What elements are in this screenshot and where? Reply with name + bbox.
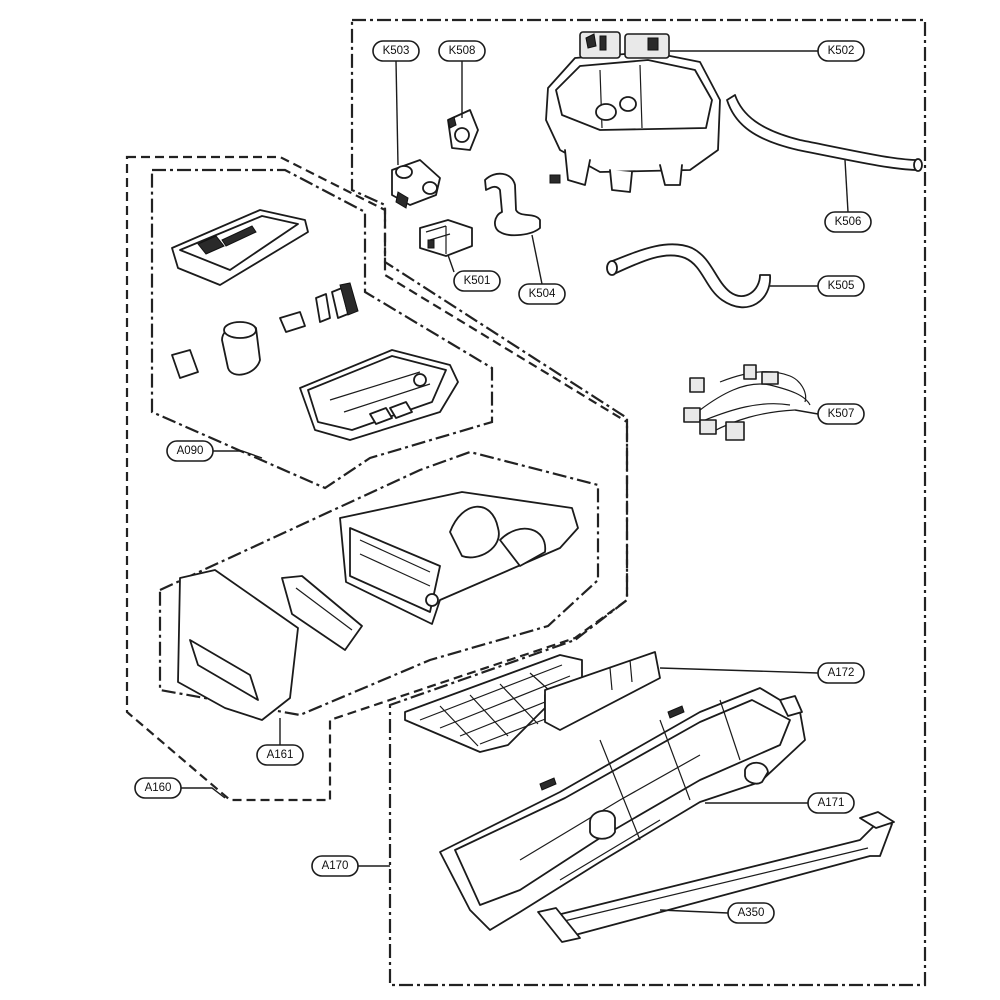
a160-group-frame: [125, 155, 629, 802]
callout-a160-label: A160: [145, 782, 172, 794]
k507-leader: [794, 409, 819, 415]
a090-siphon-part: [171, 321, 261, 379]
callout-a161[interactable]: A161: [256, 744, 304, 766]
callout-a171[interactable]: A171: [807, 792, 855, 814]
a350-bracket-part: [537, 811, 895, 943]
k505-hose-end: [606, 260, 618, 276]
k502-reservoir-part: [545, 31, 721, 193]
a161-drawer-panel-part: [177, 569, 363, 721]
callout-k501[interactable]: K501: [453, 270, 501, 292]
k508-clip-part: [447, 109, 479, 151]
callout-k502[interactable]: K502: [817, 40, 865, 62]
callout-a170-label: A170: [322, 860, 349, 872]
k503-valve-part: [391, 159, 441, 209]
callout-a090[interactable]: A090: [166, 440, 214, 462]
a090-tray-part: [299, 349, 459, 441]
callout-k501-label: K501: [464, 275, 491, 287]
callout-k507[interactable]: K507: [817, 403, 865, 425]
callout-k503[interactable]: K503: [372, 40, 420, 62]
callout-a161-label: A161: [267, 749, 294, 761]
callout-a350[interactable]: A350: [727, 902, 775, 924]
k507-harness-part: [683, 364, 811, 441]
callout-a171-label: A171: [818, 797, 845, 809]
k501-leader: [447, 254, 455, 273]
a172-grille-part: [404, 651, 661, 753]
callout-a170[interactable]: A170: [311, 855, 359, 877]
callout-k504-label: K504: [529, 288, 556, 300]
a160-leader: [181, 787, 226, 799]
a090-leader: [213, 450, 263, 459]
a161-drawer-part: [339, 491, 579, 625]
callout-k507-label: K507: [828, 408, 855, 420]
callout-k503-label: K503: [383, 45, 410, 57]
k506-hose-end: [913, 158, 923, 172]
k505-hose-part: [609, 243, 771, 309]
a090-group-frame: [150, 168, 494, 490]
a090-cover-part: [171, 209, 309, 286]
k503-leader: [395, 60, 399, 166]
callout-k505-label: K505: [828, 280, 855, 292]
callout-a350-label: A350: [738, 907, 765, 919]
callout-k502-label: K502: [828, 45, 855, 57]
callout-a090-label: A090: [177, 445, 204, 457]
a171-housing-part: [439, 687, 806, 931]
k504-leader: [531, 234, 543, 285]
callout-a172[interactable]: A172: [817, 662, 865, 684]
a090-valve-parts: [279, 282, 359, 333]
callout-k504[interactable]: K504: [518, 283, 566, 305]
k501-connector-part: [419, 219, 473, 257]
k506-hose-part: [726, 94, 919, 171]
k504-elbow-part: [484, 172, 541, 237]
callout-k508-label: K508: [449, 45, 476, 57]
callout-k505[interactable]: K505: [817, 275, 865, 297]
a350-leader: [659, 909, 729, 914]
a172-leader: [659, 667, 819, 674]
callout-a172-label: A172: [828, 667, 855, 679]
callout-k508[interactable]: K508: [438, 40, 486, 62]
callout-k506-label: K506: [835, 216, 862, 228]
callout-k506[interactable]: K506: [824, 211, 872, 233]
callout-a160[interactable]: A160: [134, 777, 182, 799]
k506-leader: [844, 159, 849, 213]
